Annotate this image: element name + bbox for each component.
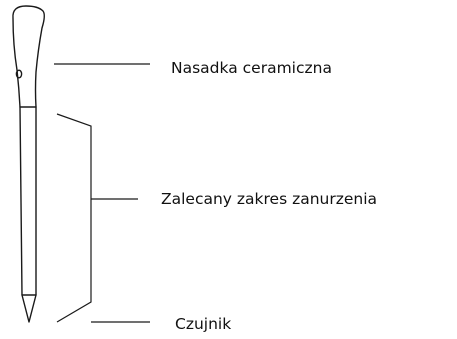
- cap-hole: [15, 69, 23, 79]
- ceramic-tip-shape: [12, 5, 45, 108]
- sensor-tip-shape: [21, 294, 37, 323]
- probe-shaft: [19, 106, 37, 296]
- sensor-label: Czujnik: [175, 315, 232, 333]
- immersion-range-bracket: [56, 113, 92, 323]
- ceramic-tip-label: Nasadka ceramiczna: [171, 59, 332, 77]
- immersion-range-label: Zalecany zakres zanurzenia: [161, 190, 378, 208]
